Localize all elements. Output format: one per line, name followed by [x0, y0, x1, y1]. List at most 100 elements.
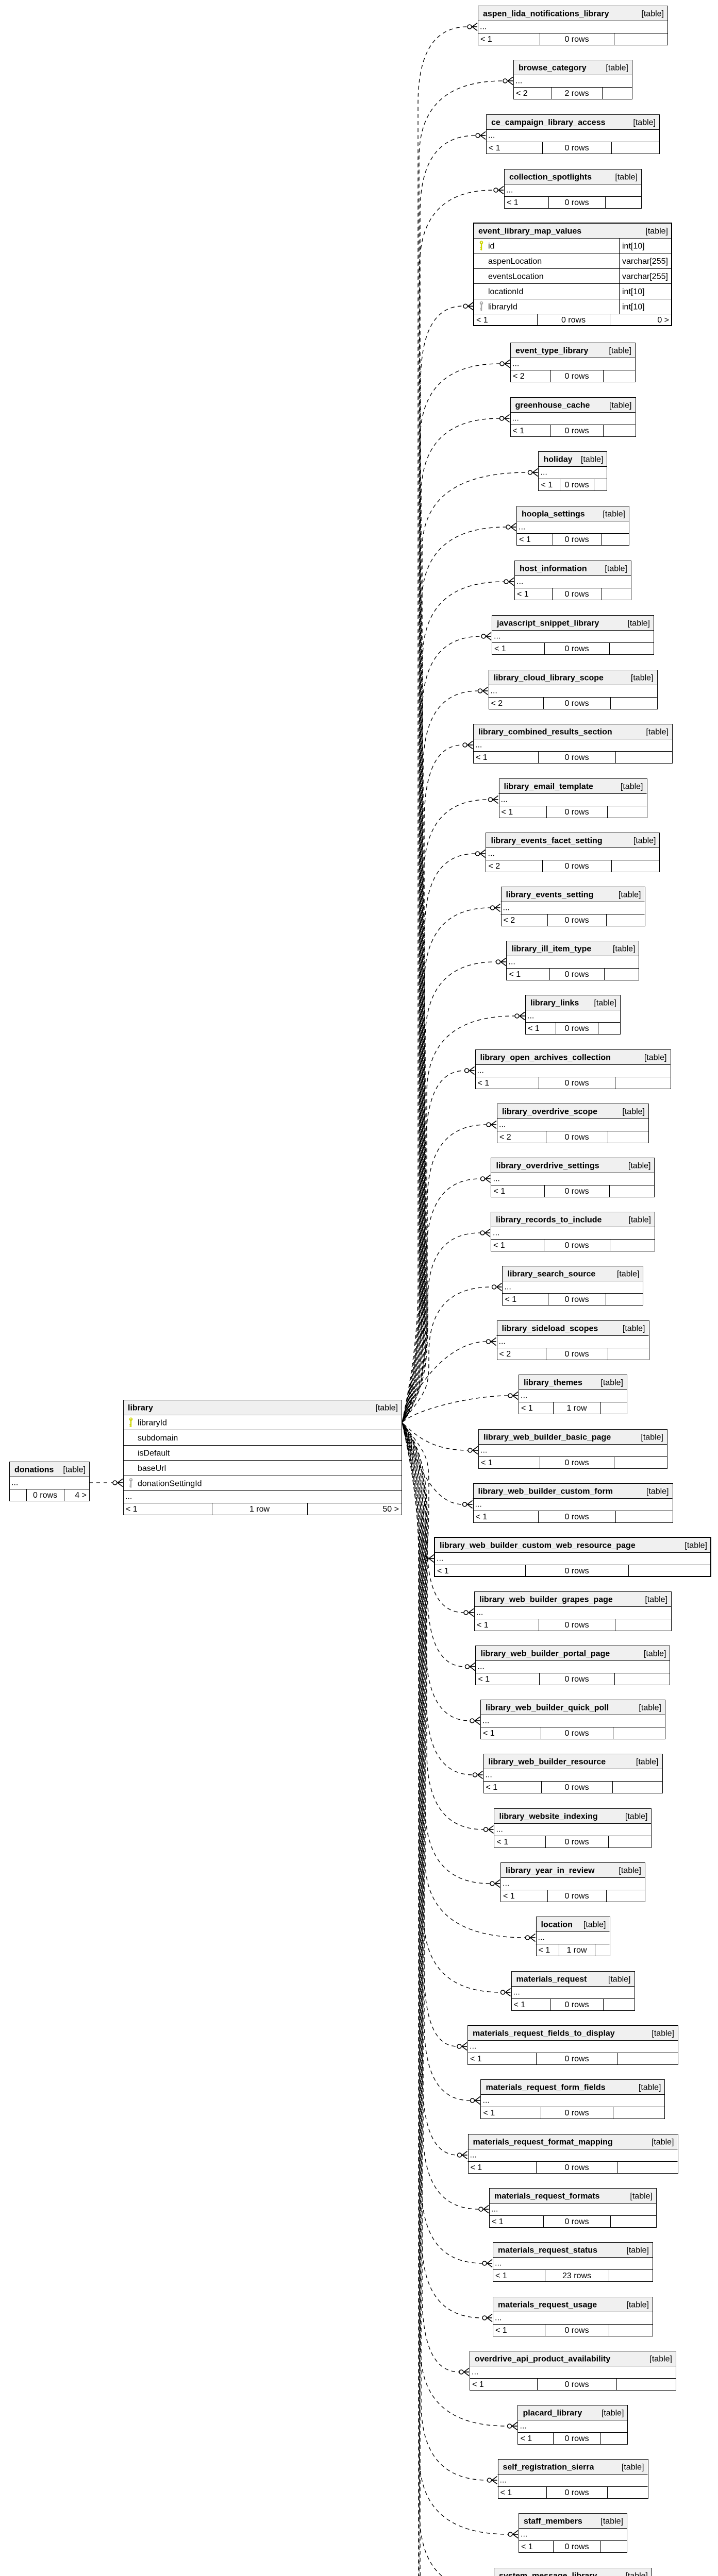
svg-text:< 1: < 1	[483, 2109, 495, 2117]
svg-text:...: ...	[491, 687, 497, 696]
svg-text:...: ...	[503, 1879, 509, 1888]
svg-text:< 1: < 1	[492, 2217, 504, 2226]
svg-text:[table]: [table]	[646, 728, 669, 737]
svg-text:subdomain: subdomain	[138, 1434, 178, 1443]
svg-text:< 1: < 1	[477, 1621, 489, 1630]
svg-text:< 1: < 1	[478, 1675, 490, 1684]
svg-text:< 1: < 1	[437, 1567, 449, 1575]
svg-text:< 1: < 1	[481, 1459, 493, 1467]
svg-text:materials_request_form_fields: materials_request_form_fields	[486, 2083, 606, 2092]
svg-text:0 rows: 0 rows	[564, 1892, 589, 1901]
svg-text:< 1: < 1	[514, 2001, 526, 2009]
svg-text:...: ...	[476, 1608, 483, 1617]
svg-text:[table]: [table]	[649, 2355, 672, 2364]
svg-text:0 rows: 0 rows	[564, 1295, 589, 1304]
svg-text:system_message_library: system_message_library	[499, 2572, 597, 2576]
svg-text:0 rows: 0 rows	[564, 1675, 589, 1684]
svg-text:...: ...	[500, 2476, 507, 2485]
svg-text:4 >: 4 >	[75, 1491, 87, 1500]
svg-text:[table]: [table]	[622, 1108, 645, 1116]
svg-text:...: ...	[475, 1500, 482, 1509]
svg-text:materials_request_format_mappi: materials_request_format_mapping	[473, 2138, 613, 2147]
svg-text:...: ...	[515, 77, 522, 86]
svg-text:0 rows: 0 rows	[564, 535, 589, 544]
svg-text:0 rows: 0 rows	[564, 1567, 589, 1575]
svg-text:baseUrl: baseUrl	[138, 1464, 166, 1473]
svg-text:self_registration_sierra: self_registration_sierra	[503, 2463, 594, 2472]
svg-text:< 1: < 1	[470, 2055, 482, 2063]
svg-text:[table]: [table]	[645, 1596, 667, 1604]
svg-text:materials_request_fields_to_di: materials_request_fields_to_display	[473, 2029, 615, 2038]
svg-text:libraryId: libraryId	[488, 302, 517, 311]
svg-text:[table]: [table]	[645, 227, 668, 236]
svg-text:[table]: [table]	[375, 1404, 398, 1413]
svg-text:0 rows: 0 rows	[564, 808, 589, 817]
svg-text:host_information: host_information	[520, 565, 587, 573]
svg-text:...: ...	[527, 1012, 534, 1021]
svg-text:...: ...	[493, 1175, 500, 1183]
svg-text:< 1: < 1	[521, 1404, 533, 1413]
svg-text:library_web_builder_quick_poll: library_web_builder_quick_poll	[486, 1704, 609, 1713]
svg-text:0 rows: 0 rows	[564, 1187, 589, 1196]
svg-text:[table]: [table]	[63, 1466, 86, 1475]
svg-text:...: ...	[486, 1771, 492, 1780]
svg-text:[table]: [table]	[615, 173, 638, 182]
svg-text:aspenLocation: aspenLocation	[488, 257, 542, 266]
svg-text:[table]: [table]	[617, 1270, 640, 1279]
svg-text:< 1: < 1	[519, 535, 531, 544]
svg-text:materials_request_status: materials_request_status	[498, 2246, 597, 2255]
svg-text:library_records_to_include: library_records_to_include	[496, 1216, 602, 1225]
svg-text:< 1: < 1	[541, 481, 553, 489]
svg-text:0 rows: 0 rows	[564, 481, 589, 489]
svg-text:< 1: < 1	[500, 2488, 512, 2497]
svg-text:1 row: 1 row	[249, 1505, 270, 1514]
svg-text:...: ...	[475, 741, 482, 750]
svg-text:...: ...	[495, 2259, 502, 2268]
svg-text:...: ...	[496, 1825, 503, 1834]
svg-text:javascript_snippet_library: javascript_snippet_library	[496, 619, 599, 628]
svg-text:1 row: 1 row	[566, 1404, 587, 1413]
svg-text:0 rows: 0 rows	[564, 372, 589, 381]
svg-text:[table]: [table]	[603, 510, 625, 519]
svg-text:hoopla_settings: hoopla_settings	[522, 510, 585, 519]
svg-text:0 rows: 0 rows	[564, 1459, 589, 1467]
svg-text:< 1: < 1	[476, 316, 488, 325]
svg-text:collection_spotlights: collection_spotlights	[509, 173, 592, 182]
svg-text:id: id	[488, 242, 494, 251]
svg-text:0 rows: 0 rows	[564, 198, 589, 207]
svg-text:donations: donations	[14, 1466, 54, 1475]
svg-text:library_overdrive_settings: library_overdrive_settings	[496, 1162, 599, 1171]
svg-text:[table]: [table]	[600, 2517, 623, 2526]
svg-text:< 1: < 1	[513, 427, 525, 435]
svg-text:< 1: < 1	[521, 2434, 532, 2443]
svg-text:[table]: [table]	[652, 2138, 674, 2147]
svg-text:0 rows: 0 rows	[564, 699, 589, 708]
svg-text:< 1: < 1	[521, 2543, 533, 2551]
svg-text:...: ...	[470, 2151, 477, 2160]
svg-text:library_sideload_scopes: library_sideload_scopes	[502, 1325, 598, 1333]
svg-text:library_events_facet_setting: library_events_facet_setting	[491, 837, 603, 845]
svg-text:...: ...	[506, 186, 513, 195]
svg-text:varchar[255]: varchar[255]	[622, 273, 668, 281]
svg-text:donationSettingId: donationSettingId	[138, 1479, 202, 1488]
svg-text:...: ...	[516, 578, 523, 586]
svg-text:library_web_builder_custom_web: library_web_builder_custom_web_resource_…	[440, 1541, 636, 1550]
svg-text:[table]: [table]	[625, 2572, 648, 2576]
svg-text:< 1: < 1	[493, 1241, 505, 1250]
svg-text:0 rows: 0 rows	[564, 2001, 589, 2009]
svg-text:0 rows: 0 rows	[564, 2326, 589, 2335]
svg-text:0 rows: 0 rows	[564, 862, 589, 871]
svg-text:library_web_builder_resource: library_web_builder_resource	[489, 1758, 606, 1767]
svg-text:< 1: < 1	[478, 1079, 490, 1088]
svg-text:int[10]: int[10]	[622, 242, 645, 251]
svg-text:int[10]: int[10]	[622, 287, 645, 296]
svg-text:event_type_library: event_type_library	[515, 347, 589, 355]
svg-text:ce_campaign_library_access: ce_campaign_library_access	[491, 118, 606, 127]
svg-text:[table]: [table]	[619, 1867, 641, 1875]
svg-text:[table]: [table]	[625, 1812, 648, 1821]
svg-text:[table]: [table]	[636, 1758, 659, 1767]
svg-text:int[10]: int[10]	[622, 302, 645, 311]
svg-text:...: ...	[11, 1479, 18, 1487]
svg-text:< 1: < 1	[483, 1729, 495, 1738]
svg-text:[table]: [table]	[609, 401, 632, 410]
